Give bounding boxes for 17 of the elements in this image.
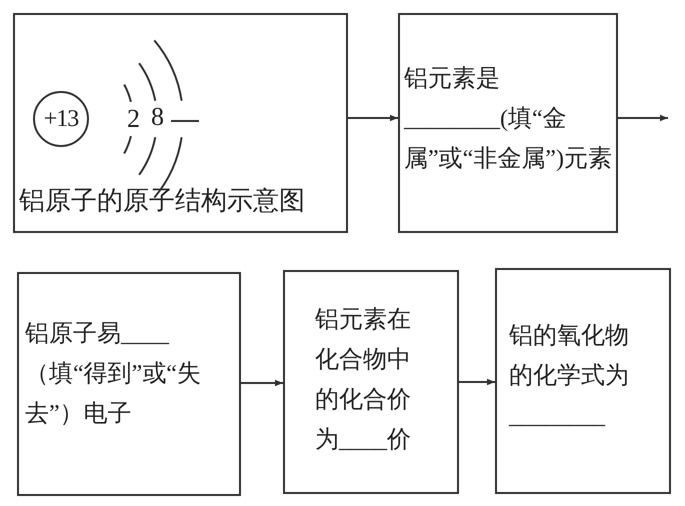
electron-count: 2 xyxy=(127,104,140,134)
arrow xyxy=(348,114,398,122)
question-text: 铝元素是________(填“金属”或“非金属”)元素 xyxy=(404,65,613,174)
arrow xyxy=(618,114,668,122)
question-box xyxy=(283,270,459,494)
question-box xyxy=(17,272,241,496)
question-text: 铝的氧化物的化学式为________ xyxy=(509,322,630,431)
diagram-caption: 铝原子的原子结构示意图 xyxy=(19,185,306,217)
question-box xyxy=(495,268,671,494)
nucleus-charge: +13 xyxy=(44,106,78,132)
electron-count: 8 xyxy=(151,102,164,132)
question-text: 铝元素在化合物中的化合价为____价 xyxy=(315,306,412,455)
question-box xyxy=(398,13,618,233)
question-box xyxy=(13,13,348,233)
arrow xyxy=(459,378,495,386)
arrow xyxy=(241,380,283,386)
question-text: 铝原子易____（填“得到”或“失去”）电子 xyxy=(25,320,202,429)
